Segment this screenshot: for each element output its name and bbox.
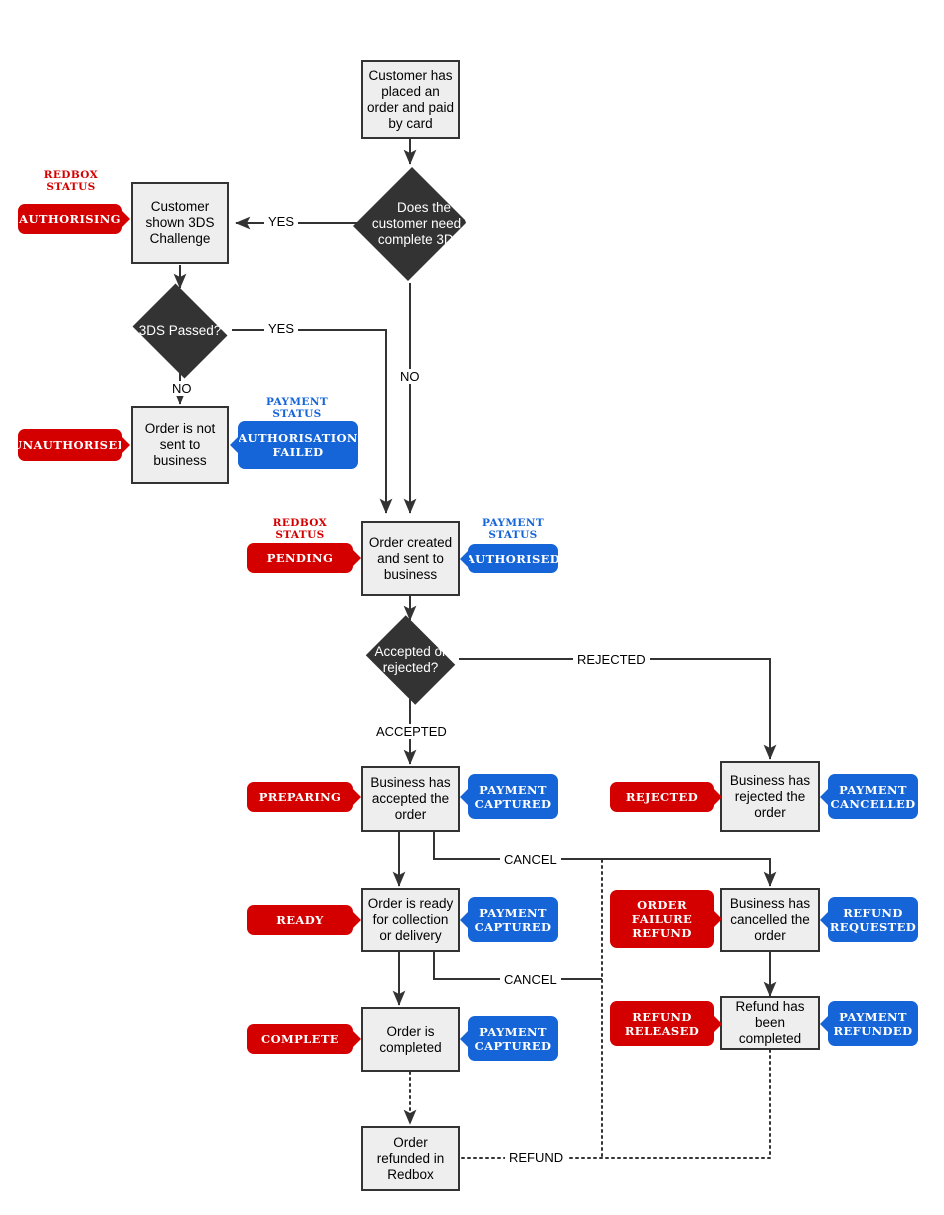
badge-pending[interactable]: PENDING	[247, 543, 361, 573]
node-order-not-sent[interactable]: Order is not sent to business	[131, 406, 229, 484]
badge-pointer-icon	[820, 787, 829, 806]
badge-pointer-icon	[352, 788, 361, 806]
badge-label: PAYMENT CAPTURED	[474, 905, 552, 934]
node-order-ready[interactable]: Order is ready for collection or deliver…	[361, 888, 460, 952]
status-header-line2: STATUS	[46, 181, 96, 193]
badge-ready[interactable]: READY	[247, 905, 361, 935]
badge-pointer-icon	[820, 910, 829, 929]
badge-label: PREPARING	[258, 790, 342, 804]
node-order-refunded[interactable]: Order refunded in Redbox	[361, 1126, 460, 1191]
badge-label: PAYMENT REFUNDED	[833, 1009, 913, 1038]
node-3ds-passed-label: 3DS Passed?	[138, 323, 222, 338]
node-order-created[interactable]: Order created and sent to business	[361, 521, 460, 596]
badge-label: UNAUTHORISED	[12, 438, 128, 452]
badge-label: PAYMENT CANCELLED	[830, 782, 916, 811]
status-header-payment-1: PAYMENT STATUS	[234, 396, 360, 420]
status-header-redbox-1: REDBOX STATUS	[18, 169, 124, 193]
node-accepted-or-rejected[interactable]: Accepted or rejected?	[361, 615, 460, 705]
badge-pointer-icon	[713, 1014, 722, 1033]
node-business-accepted[interactable]: Business has accepted the order	[361, 766, 460, 832]
node-order-completed[interactable]: Order is completed	[361, 1007, 460, 1072]
badge-authorised[interactable]: AUTHORISED	[460, 544, 561, 573]
status-header-line2: STATUS	[275, 529, 325, 541]
badge-pointer-icon	[352, 911, 361, 929]
badge-label: PENDING	[266, 551, 334, 565]
badge-unauthorised[interactable]: UNAUTHORISED	[12, 429, 130, 461]
badge-rejected[interactable]: REJECTED	[610, 782, 722, 812]
badge-complete[interactable]: COMPLETE	[247, 1024, 361, 1054]
badge-pointer-icon	[460, 1029, 469, 1048]
node-business-rejected[interactable]: Business has rejected the order	[720, 761, 820, 832]
badge-authorising[interactable]: AUTHORISING	[18, 204, 130, 234]
badge-payment-refunded[interactable]: PAYMENT REFUNDED	[820, 1001, 918, 1046]
edge-label-yes-passed: YES	[264, 321, 299, 336]
badge-authorisation-failed[interactable]: AUTHORISATION FAILED	[230, 421, 358, 469]
badge-label: AUTHORISED	[465, 551, 561, 566]
edge-label-accepted: ACCEPTED	[372, 724, 451, 739]
badge-label: REJECTED	[625, 790, 699, 804]
node-refund-completed[interactable]: Refund has been completed	[720, 996, 820, 1050]
node-business-cancelled[interactable]: Business has cancelled the order	[720, 888, 820, 952]
badge-label: ORDER FAILURE REFUND	[631, 898, 693, 940]
node-need-3ds[interactable]: Does the customer need to complete 3DS?	[353, 165, 476, 283]
badge-pointer-icon	[352, 549, 361, 567]
edge-label-cancel-1: CANCEL	[500, 852, 561, 867]
status-header-redbox-2: REDBOX STATUS	[247, 517, 353, 541]
badge-label: REFUND REQUESTED	[829, 905, 917, 934]
badge-label: REFUND RELEASED	[624, 1009, 700, 1038]
badge-payment-captured-3[interactable]: PAYMENT CAPTURED	[460, 1016, 558, 1061]
badge-label: PAYMENT CAPTURED	[474, 1024, 552, 1053]
edge-label-yes-3ds: YES	[264, 214, 299, 229]
badge-pointer-icon	[121, 436, 130, 454]
badge-pointer-icon	[230, 436, 239, 454]
badge-pointer-icon	[460, 787, 469, 806]
badge-payment-captured-2[interactable]: PAYMENT CAPTURED	[460, 897, 558, 942]
badge-label: PAYMENT CAPTURED	[474, 782, 552, 811]
status-header-line2: STATUS	[488, 529, 538, 541]
badge-pointer-icon	[460, 910, 469, 929]
badge-refund-released[interactable]: REFUND RELEASED	[610, 1001, 722, 1046]
badge-order-failure-refund[interactable]: ORDER FAILURE REFUND	[610, 890, 722, 948]
status-header-line2: STATUS	[272, 408, 322, 420]
status-header-line1: REDBOX	[272, 517, 328, 529]
badge-pointer-icon	[121, 210, 130, 228]
badge-label: COMPLETE	[261, 1032, 339, 1046]
node-order-placed[interactable]: Customer has placed an order and paid by…	[361, 60, 460, 139]
badge-payment-cancelled[interactable]: PAYMENT CANCELLED	[820, 774, 918, 819]
node-accepted-or-rejected-label: Accepted or rejected?	[374, 644, 447, 675]
edge-label-cancel-2: CANCEL	[500, 972, 561, 987]
badge-label: READY	[276, 913, 324, 927]
edge-label-rejected: REJECTED	[573, 652, 650, 667]
badge-pointer-icon	[713, 910, 722, 928]
status-header-line1: PAYMENT	[481, 517, 545, 529]
status-header-line1: REDBOX	[43, 169, 99, 181]
badge-pointer-icon	[820, 1014, 829, 1033]
badge-pointer-icon	[460, 549, 469, 568]
node-3ds-challenge[interactable]: Customer shown 3DS Challenge	[131, 182, 229, 264]
badge-pointer-icon	[352, 1030, 361, 1048]
node-need-3ds-label: Does the customer need to complete 3DS?	[371, 200, 477, 247]
badge-label: AUTHORISING	[19, 212, 121, 226]
edge-label-no-3ds: NO	[396, 369, 424, 384]
badge-preparing[interactable]: PREPARING	[247, 782, 361, 812]
status-header-payment-2: PAYMENT STATUS	[468, 517, 558, 541]
edge-label-no-passed: NO	[168, 381, 196, 396]
edge-label-refund: REFUND	[505, 1150, 568, 1165]
badge-pointer-icon	[713, 788, 722, 806]
badge-refund-requested[interactable]: REFUND REQUESTED	[820, 897, 918, 942]
badge-label: AUTHORISATION FAILED	[238, 431, 358, 459]
status-header-line1: PAYMENT	[265, 396, 329, 408]
node-3ds-passed[interactable]: 3DS Passed?	[128, 283, 232, 379]
badge-payment-captured-1[interactable]: PAYMENT CAPTURED	[460, 774, 558, 819]
